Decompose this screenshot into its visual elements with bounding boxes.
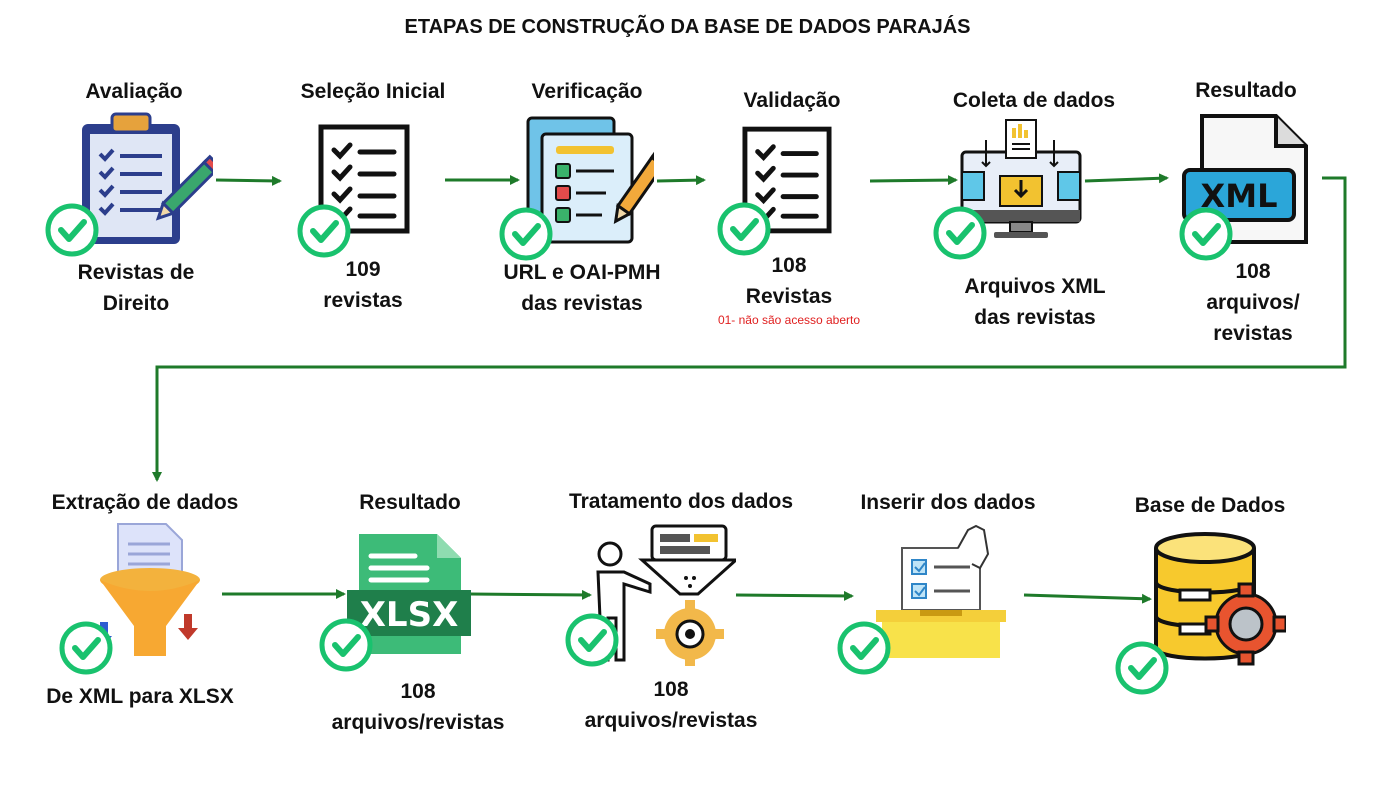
check-circle-icon	[59, 621, 113, 675]
step-title-coleta-de-dados: Coleta de dados	[952, 89, 1116, 112]
step-title-resultado-xml: Resultado	[1195, 79, 1297, 102]
check-circle-icon	[297, 204, 351, 258]
step-title-selecao-inicial: Seleção Inicial	[300, 80, 446, 103]
arrow-9	[1023, 593, 1152, 604]
check-circle-icon	[933, 206, 987, 260]
check-circle-icon	[499, 207, 553, 261]
step-caption-resultado-xlsx: 108 arquivos/revistas	[308, 676, 528, 738]
step-caption-tratamento-dos-dados: 108 arquivos/revistas	[561, 674, 781, 736]
step-title-tratamento-dos-dados: Tratamento dos dados	[568, 490, 794, 513]
check-circle-icon	[319, 618, 373, 672]
arrow-5	[1084, 173, 1169, 184]
step-title-validacao: Validação	[743, 89, 841, 112]
caption-line: 108	[653, 678, 689, 701]
caption-line: 108	[400, 680, 436, 703]
check-circle-icon	[1179, 207, 1233, 261]
caption-line: 108	[1235, 260, 1271, 283]
step-caption-extracao-de-dados: De XML para XLSX	[20, 681, 260, 712]
arrow-3	[656, 175, 706, 186]
xlsx-file-icon: XLSX	[347, 534, 471, 654]
step-caption-validacao: 108 Revistas	[689, 250, 889, 312]
arrow-4	[869, 175, 958, 186]
check-circle-icon	[837, 621, 891, 675]
funnel-extraction-icon	[96, 523, 200, 656]
step-title-resultado-xlsx: Resultado	[359, 491, 461, 514]
data-collection-monitor-icon	[960, 119, 1082, 238]
caption-line: Revistas	[745, 285, 833, 308]
xml-file-icon: XML	[1182, 114, 1308, 244]
check-circle-icon	[717, 202, 771, 256]
arrow-wrap	[152, 176, 1347, 482]
caption-line: arquivos/revistas	[331, 711, 505, 734]
step-caption-avaliacao: Revistas de Direito	[36, 257, 236, 319]
validation-note: 01- não são acesso aberto	[717, 313, 861, 327]
check-circle-icon	[1115, 641, 1169, 695]
step-caption-coleta-de-dados: Arquivos XML das revistas	[925, 271, 1145, 333]
step-title-extracao-de-dados: Extração de dados	[51, 491, 239, 514]
caption-line: Revistas de	[77, 261, 195, 284]
caption-line: URL e OAI-PMH	[503, 261, 661, 284]
data-processing-person-icon	[596, 524, 736, 666]
step-title-base-de-dados: Base de Dados	[1134, 494, 1286, 517]
check-circle-icon	[45, 203, 99, 257]
svg-text:XLSX: XLSX	[360, 595, 459, 635]
check-circle-icon	[565, 613, 619, 667]
caption-line: revistas	[323, 289, 403, 312]
step-caption-selecao-inicial: 109 revistas	[263, 254, 463, 316]
arrow-8	[735, 590, 854, 601]
step-title-verificacao: Verificação	[531, 80, 643, 103]
checklist-pencil-icon	[526, 116, 654, 244]
caption-line: arquivos/	[1206, 291, 1300, 314]
step-caption-resultado-xml: 108 arquivos/ revistas	[1153, 256, 1353, 349]
checklist-icon	[318, 124, 410, 234]
caption-line: Arquivos XML	[964, 275, 1106, 298]
database-gear-icon	[1154, 532, 1286, 666]
caption-line: 108	[771, 254, 807, 277]
clipboard-checklist-icon	[82, 112, 213, 244]
step-title-inserir-dos-dados: Inserir dos dados	[860, 491, 1036, 514]
caption-line: das revistas	[521, 292, 643, 315]
caption-line: De XML para XLSX	[46, 685, 234, 708]
caption-line: das revistas	[974, 306, 1096, 329]
step-title-avaliacao: Avaliação	[85, 80, 183, 103]
caption-line: arquivos/revistas	[584, 709, 758, 732]
arrow-7	[469, 589, 592, 600]
caption-line: 109	[345, 258, 381, 281]
arrow-1	[215, 175, 282, 186]
diagram-title: ETAPAS DE CONSTRUÇÃO DA BASE DE DADOS PA…	[404, 16, 971, 38]
step-caption-verificacao: URL e OAI-PMH das revistas	[467, 257, 697, 319]
caption-line: Direito	[102, 292, 170, 315]
ballot-box-icon	[876, 524, 1006, 658]
caption-line: revistas	[1213, 322, 1293, 345]
